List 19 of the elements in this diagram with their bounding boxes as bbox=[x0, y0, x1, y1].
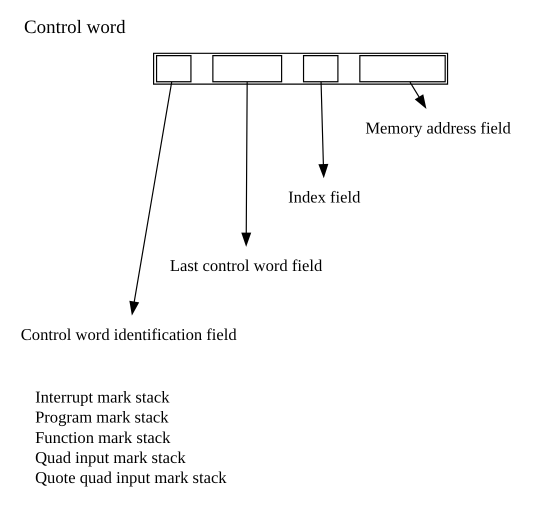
node-box bbox=[156, 55, 192, 82]
node-text: Control word identification field bbox=[20, 324, 237, 344]
node-box bbox=[302, 55, 338, 82]
node-box bbox=[359, 55, 446, 82]
node-text: Index field bbox=[288, 187, 360, 206]
arrow bbox=[410, 82, 426, 109]
arrow bbox=[129, 82, 172, 316]
arrow bbox=[241, 82, 252, 247]
label: Interrupt mark stack bbox=[35, 388, 170, 407]
node-text: Last control word field bbox=[170, 256, 322, 276]
diagram-title: Control word bbox=[24, 16, 126, 38]
node-box bbox=[212, 55, 282, 82]
label: Quad input mark stack bbox=[35, 448, 186, 468]
arrow bbox=[318, 82, 328, 178]
cluster bbox=[153, 52, 448, 85]
label: Quote quad input mark stack bbox=[35, 468, 227, 488]
label: Program mark stack bbox=[35, 408, 169, 427]
node-text: Memory address field bbox=[365, 118, 511, 138]
label: Function mark stack bbox=[35, 428, 170, 447]
